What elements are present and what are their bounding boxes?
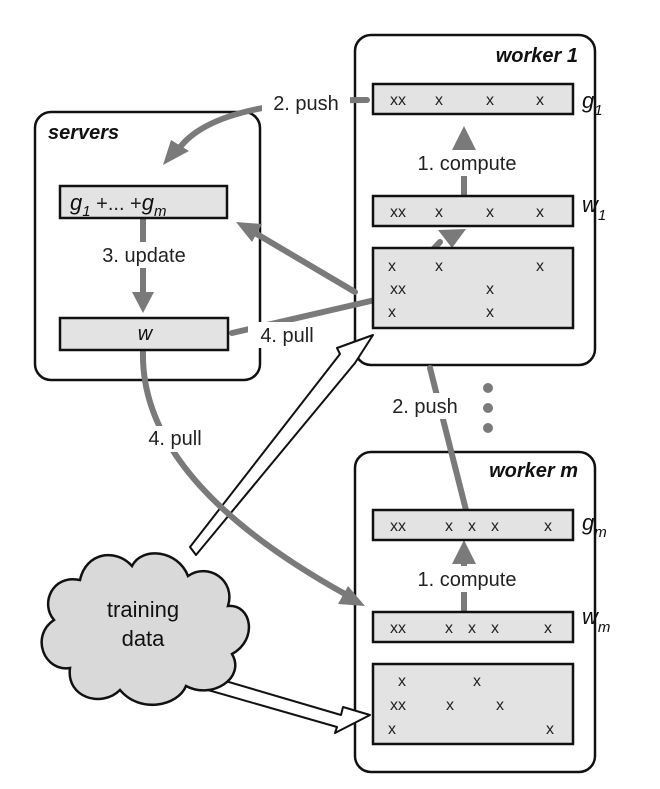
svg-text:x: x (486, 281, 494, 298)
svg-text:xx: xx (390, 92, 406, 109)
push-arrow-worker-m (427, 365, 469, 513)
svg-text:x: x (486, 204, 494, 221)
worker-m-weight-symbol: wm (582, 604, 610, 636)
update-label: 3. update (102, 245, 185, 267)
worker-1-weight-entries: xx x x x (390, 204, 544, 221)
worker-1-weight-symbol: w1 (582, 192, 606, 224)
svg-text:x: x (468, 620, 476, 637)
svg-text:x: x (388, 258, 396, 275)
push-label-worker-m: 2. push (392, 396, 458, 418)
push-arrow-worker-1-head (163, 140, 189, 165)
servers-weight-label: w (138, 323, 154, 345)
ellipsis-dot-1 (483, 383, 493, 393)
update-arrow-head (132, 292, 154, 313)
svg-text:x: x (435, 92, 443, 109)
worker-m-data-entries: x x xx x x x x (388, 673, 554, 738)
worker-m-weight-entries: xx x x x x (390, 620, 552, 637)
compute-arrow-worker-m-head (452, 540, 476, 564)
svg-text:x: x (536, 204, 544, 221)
compute-label-worker-1: 1. compute (418, 153, 517, 175)
svg-text:xx: xx (390, 518, 406, 535)
svg-text:x: x (446, 697, 454, 714)
worker-1-gradient-entries: xx x x x (390, 92, 544, 109)
worker-m-weight-box (371, 610, 575, 644)
servers-weight-box (58, 316, 230, 352)
svg-text:x: x (544, 620, 552, 637)
pull-arrow-worker-m (139, 347, 348, 597)
svg-text:x: x (486, 304, 494, 321)
pull-arrow-worker-m-head (338, 586, 365, 606)
svg-text:x: x (486, 92, 494, 109)
worker-m-data-box (371, 662, 575, 746)
compute-arrow-worker-1-head (452, 126, 476, 150)
cloud-line-training: training (107, 597, 179, 622)
svg-text:x: x (496, 697, 504, 714)
worker-1-gradient-symbol: g1 (582, 88, 603, 119)
compute-label-worker-m: 1. compute (418, 569, 517, 591)
svg-text:x: x (445, 620, 453, 637)
servers-gradient-sum-label: g1 +... +gm (70, 190, 167, 220)
svg-text:xx: xx (390, 281, 406, 298)
worker-m-gradient-symbol: gm (582, 510, 607, 541)
gradient-to-server-arrow (247, 227, 358, 295)
svg-text:x: x (544, 518, 552, 535)
worker-1-gradient-box (371, 82, 575, 116)
worker-1-data-entries: x x x xx x x x (388, 258, 544, 321)
svg-text:x: x (468, 518, 476, 535)
training-data-cloud: training data (40, 552, 250, 706)
svg-text:x: x (435, 204, 443, 221)
svg-text:x: x (398, 673, 406, 690)
worker-1-data-box (371, 246, 575, 330)
pull-label-worker-m: 4. pull (148, 428, 201, 450)
svg-text:xx: xx (390, 697, 406, 714)
svg-text:x: x (491, 518, 499, 535)
training-data-arrow-to-worker-m (200, 674, 371, 734)
ellipsis-dot-2 (483, 403, 493, 413)
svg-text:x: x (388, 304, 396, 321)
svg-text:x: x (388, 721, 396, 738)
cloud-line-data: data (122, 626, 166, 651)
svg-text:x: x (536, 258, 544, 275)
svg-text:xx: xx (390, 204, 406, 221)
svg-text:x: x (536, 92, 544, 109)
worker-1-title: worker 1 (496, 45, 578, 67)
svg-text:x: x (473, 673, 481, 690)
worker-1-weight-box (371, 194, 575, 228)
worker-m-title: worker m (489, 460, 578, 482)
push-label-worker-1: 2. push (273, 93, 339, 115)
servers-gradient-sum-box (58, 184, 229, 220)
training-data-arrow-to-worker-1 (189, 334, 374, 556)
ellipsis-dot-3 (483, 423, 493, 433)
svg-text:xx: xx (390, 620, 406, 637)
servers-title: servers (48, 122, 119, 144)
svg-text:x: x (435, 258, 443, 275)
svg-text:x: x (546, 721, 554, 738)
svg-text:x: x (445, 518, 453, 535)
pull-label-worker-1: 4. pull (260, 325, 313, 347)
svg-text:x: x (491, 620, 499, 637)
gradient-to-server-arrow-head (236, 222, 262, 242)
worker-m-gradient-box (371, 508, 575, 542)
worker-m-gradient-entries: xx x x x x (390, 518, 552, 535)
pull-arrow-worker-1-head (438, 229, 466, 248)
